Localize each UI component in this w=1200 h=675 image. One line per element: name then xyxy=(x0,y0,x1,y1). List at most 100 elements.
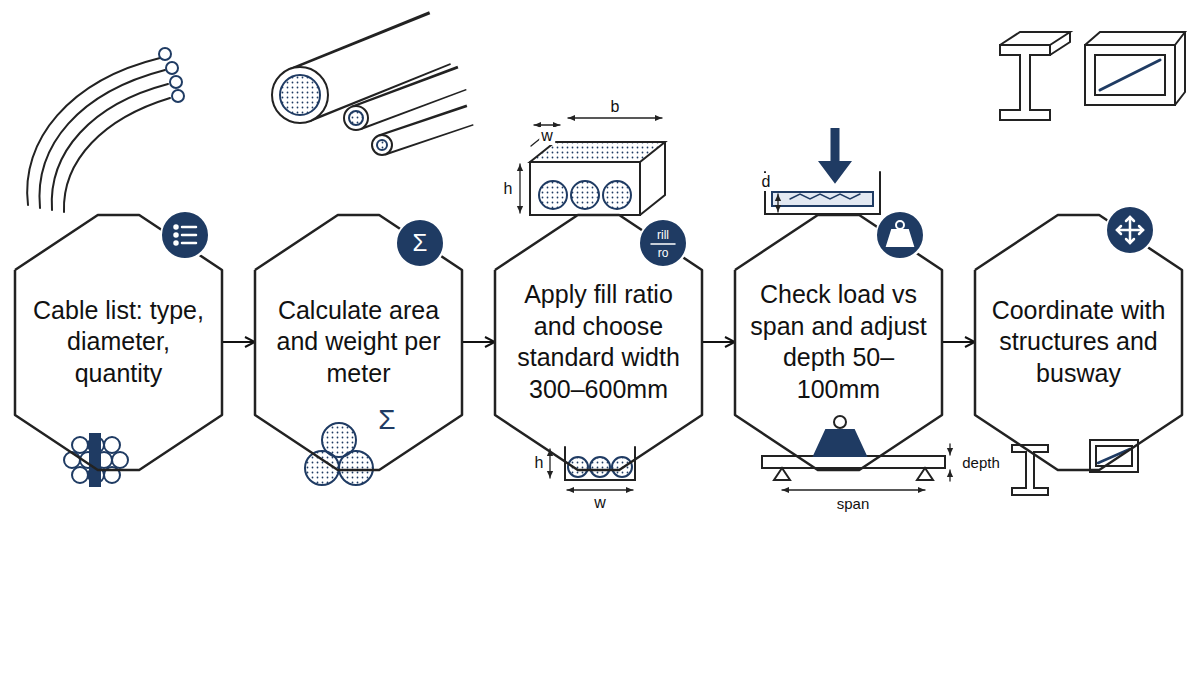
steel-busway-section xyxy=(1012,440,1138,495)
step-text: Apply fill ratio and choose standard wid… xyxy=(503,279,695,405)
loaded-tray-part xyxy=(820,162,850,182)
move-badge-part-part xyxy=(1129,217,1132,243)
cable-tray-section-part xyxy=(590,457,610,477)
loaded-tray xyxy=(765,128,880,214)
span-beam-part xyxy=(917,468,933,480)
cable-tray-3d-part xyxy=(640,142,665,215)
cable-tray-3d-part xyxy=(603,181,631,209)
flow-arrow xyxy=(462,341,495,343)
cable-tray-3d-part xyxy=(571,181,599,209)
dimension-label: b xyxy=(609,98,622,116)
cable-tray-section-part xyxy=(567,489,633,490)
step-text: Calculate area and weight per meter xyxy=(263,295,455,390)
list-badge-part-part xyxy=(182,226,196,229)
list-badge-part-part xyxy=(175,234,178,237)
cable-tubes-part xyxy=(344,106,368,130)
dimension-label: h xyxy=(533,454,546,472)
list-badge-part-part xyxy=(175,242,178,245)
steel-busway-part xyxy=(1100,60,1160,90)
hexagon-outline xyxy=(975,215,1182,470)
cable-bundle-icon-part xyxy=(166,62,178,74)
step-text: Check load vs span and adjust depth 50–1… xyxy=(743,279,935,405)
step-text: Cable list: type, diameter, quantity xyxy=(23,295,215,390)
cable-tubes-part xyxy=(272,67,328,123)
cable-bundle-section xyxy=(64,434,128,486)
cable-tubes-part xyxy=(349,111,363,125)
cable-bundle-icon-part xyxy=(52,84,168,210)
process-hexagon: Calculate area and weight per meter xyxy=(255,215,462,470)
process-hexagon: Cable list: type, diameter, quantity xyxy=(15,215,222,470)
span-beam-part xyxy=(782,489,925,490)
cable-bundle-section-part xyxy=(72,437,88,453)
flow-arrow xyxy=(942,341,975,343)
dimension-label: w xyxy=(539,127,555,145)
cable-bundle-icon xyxy=(27,48,184,212)
span-beam-part xyxy=(762,456,945,468)
process-hexagon: Check load vs span and adjust depth 50–1… xyxy=(735,215,942,470)
sum-badge xyxy=(398,221,442,265)
illustrations-part xyxy=(27,32,1185,495)
span-beam-part xyxy=(949,444,950,455)
cable-tray-3d-part xyxy=(568,117,662,118)
cable-tray-3d-part xyxy=(534,124,560,125)
dimension-label: ro xyxy=(658,247,669,259)
steel-busway-part xyxy=(1085,32,1185,105)
dimension-label: span xyxy=(835,495,872,512)
cable-bundle-section-part xyxy=(104,437,120,453)
dimension-label: h xyxy=(502,180,515,198)
span-beam-part xyxy=(774,468,790,480)
dimension-label: rill xyxy=(657,229,669,241)
cable-bundle-section-part xyxy=(90,434,100,486)
list-badge-part-part xyxy=(175,226,178,229)
process-hexagon: Coordinate with structures and busway xyxy=(975,215,1182,470)
cable-tray-3d xyxy=(520,118,665,215)
steel-busway-part xyxy=(1000,32,1070,55)
cable-bundle-icon-part xyxy=(172,90,184,102)
loaded-tray-part xyxy=(790,194,860,199)
dimension-label: Σ xyxy=(413,231,428,255)
cable-tray-section-part xyxy=(565,447,635,480)
cable-bundle-icon-part xyxy=(27,58,160,205)
cable-bundle-icon-part xyxy=(159,48,171,60)
step-text: Coordinate with structures and busway xyxy=(983,295,1175,390)
cable-bundle-icon-part xyxy=(170,76,182,88)
cable-bundle-icon-part xyxy=(64,98,170,212)
cable-tray-section-part xyxy=(549,449,550,478)
steel-busway-section-part xyxy=(1090,440,1138,472)
hexagon-outline xyxy=(495,215,702,470)
process-hexagon: Apply fill ratio and choose standard wid… xyxy=(495,215,702,470)
dimension-label: Σ xyxy=(378,406,395,434)
cable-tray-section-part xyxy=(568,457,588,477)
weight-badge-part xyxy=(887,230,913,246)
steel-busway xyxy=(1000,32,1185,120)
cable-tray-3d-part xyxy=(539,181,567,209)
weight-badge-part xyxy=(896,221,904,229)
steel-busway-part xyxy=(1085,45,1175,105)
flow-arrow xyxy=(702,341,735,343)
cable-tubes-part xyxy=(382,115,472,145)
cable-bundle-section-part xyxy=(72,467,88,483)
loaded-tray-part xyxy=(765,172,880,214)
cable-tubes xyxy=(272,38,472,155)
hexagon-outline xyxy=(15,215,222,470)
dimension-label: depth xyxy=(960,454,1002,471)
cable-bundle-section-part xyxy=(64,452,80,468)
cable-tray-3d-part xyxy=(530,142,665,162)
dimension-label: w xyxy=(592,494,608,512)
sum-badge-part xyxy=(398,221,442,265)
cable-tray-3d-part xyxy=(530,162,640,215)
steel-busway-part xyxy=(1000,45,1050,120)
cable-bundle-section-part xyxy=(112,452,128,468)
steel-busway-section-part xyxy=(1096,446,1132,466)
span-beam-part xyxy=(834,416,846,428)
flow-arrow xyxy=(222,341,255,343)
span-beam-part xyxy=(949,470,950,481)
cable-tray-3d-part xyxy=(519,164,520,213)
cable-tubes-part xyxy=(377,140,387,150)
loaded-tray-part xyxy=(772,192,873,206)
list-badge-part-part xyxy=(182,234,196,237)
hexagon-outline xyxy=(255,215,462,470)
